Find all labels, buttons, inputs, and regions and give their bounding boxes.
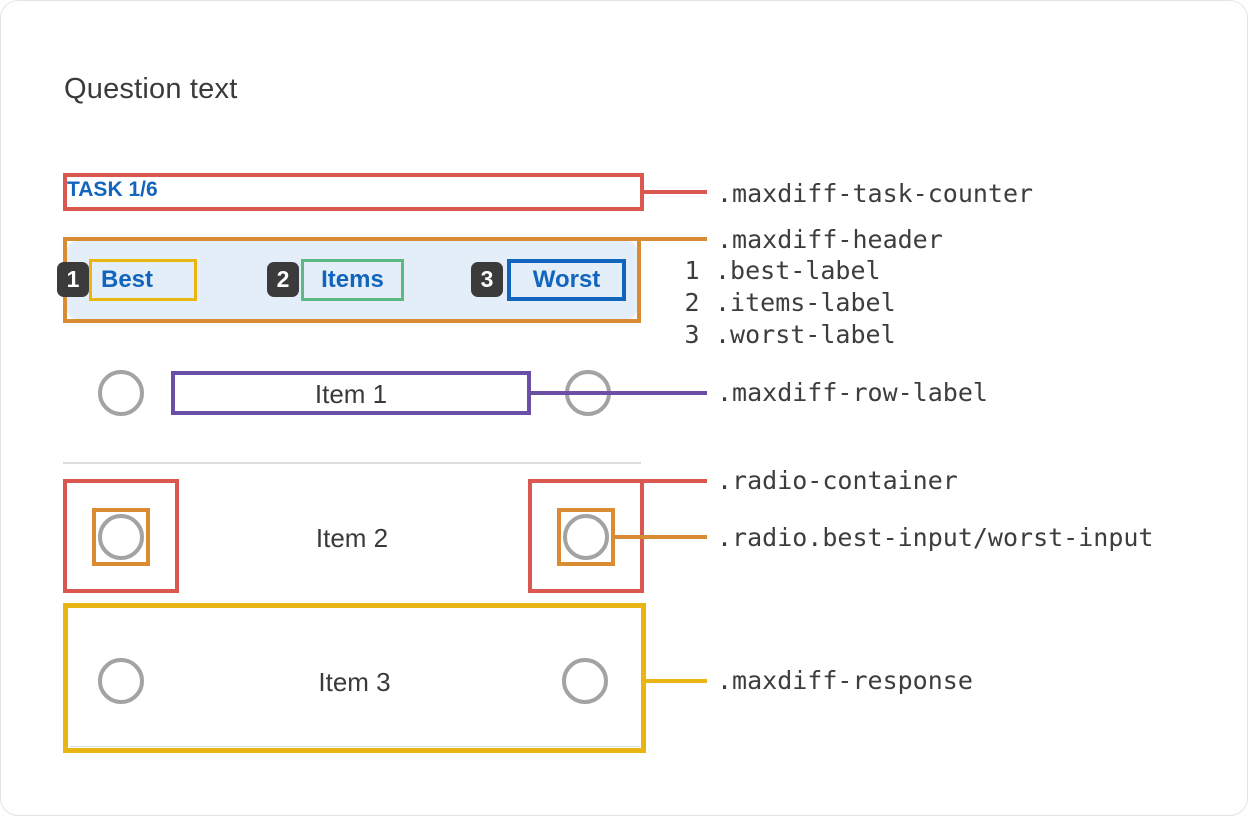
radio-container-annotation-box-left — [63, 479, 179, 593]
question-title: Question text — [64, 73, 238, 105]
item2-worst-radio[interactable] — [563, 514, 609, 560]
legend-num-2: 2 — [684, 288, 700, 317]
radio-input-selector-label: .radio.best-input/worst-input — [717, 523, 1154, 552]
legend-worst-label: 3 .worst-label — [681, 320, 896, 349]
legend-num-3: 3 — [684, 320, 700, 349]
header-selector-label: .maxdiff-header — [717, 225, 943, 254]
callout-badge-1: 1 — [57, 262, 89, 297]
task-counter-connector-line — [642, 190, 707, 194]
best-column-label: Best — [89, 259, 197, 301]
radio-input-annotation-box-left — [92, 508, 150, 566]
radio-container-connector-line — [640, 479, 707, 483]
legend-best-label: 1 .best-label — [681, 256, 881, 285]
radio-container-selector-label: .radio-container — [717, 466, 958, 495]
item3-best-radio[interactable] — [98, 658, 144, 704]
radio-input-connector-line — [615, 535, 707, 539]
legend-num-1: 1 — [684, 256, 700, 285]
callout-badge-2: 2 — [267, 262, 299, 297]
legend-items-label: 2 .items-label — [681, 288, 896, 317]
row-label-connector-line — [531, 391, 707, 395]
row-label-annotation-box — [171, 371, 531, 415]
task-counter-selector-label: .maxdiff-task-counter — [717, 179, 1034, 208]
item3-worst-radio[interactable] — [562, 658, 608, 704]
worst-column-label: Worst — [507, 259, 626, 301]
task-counter-text: TASK 1/6 — [67, 178, 158, 201]
items-label-selector: .items-label — [715, 288, 896, 317]
items-column-label: Items — [301, 259, 404, 301]
best-label-selector: .best-label — [715, 256, 881, 285]
maxdiff-header-background — [67, 241, 637, 319]
radio-input-annotation-box-right — [557, 508, 615, 566]
worst-label-selector: .worst-label — [715, 320, 896, 349]
callout-badge-3: 3 — [471, 262, 503, 297]
item1-best-radio[interactable] — [98, 370, 144, 416]
item2-best-radio[interactable] — [98, 514, 144, 560]
row-divider — [63, 462, 641, 464]
row-label-selector-label: .maxdiff-row-label — [717, 378, 988, 407]
response-connector-line — [646, 679, 707, 683]
row-bottom-border — [70, 746, 640, 747]
response-selector-label: .maxdiff-response — [717, 666, 973, 695]
header-connector-line — [641, 237, 707, 241]
maxdiff-response-annotation-box — [63, 603, 646, 753]
